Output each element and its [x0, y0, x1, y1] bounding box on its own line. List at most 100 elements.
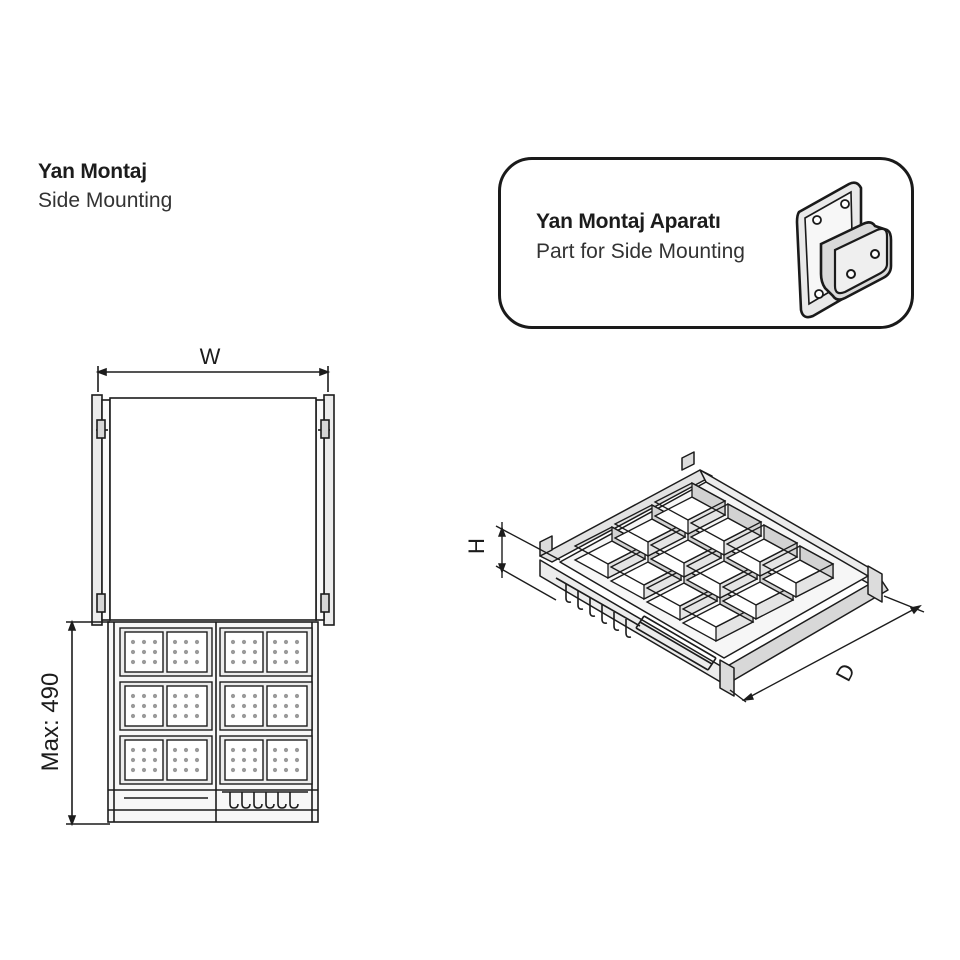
iso-height-dimension — [495, 522, 561, 601]
iso-hooks — [555, 577, 717, 671]
perforation-dot — [230, 659, 236, 665]
perforation-dot — [283, 693, 289, 699]
perforation-dot — [283, 703, 289, 709]
basket-row-1 — [119, 627, 313, 677]
perforation-dot — [294, 693, 300, 699]
perforation-dot — [283, 639, 289, 645]
perforation-dot — [241, 693, 247, 699]
iso-basket-rim — [689, 503, 763, 542]
perforation-dot — [152, 693, 158, 699]
part-panel-text: Yan Montaj Aparatı Part for Side Mountin… — [536, 208, 745, 268]
perforation-dot — [283, 757, 289, 763]
perforation-dot — [152, 747, 158, 753]
iso-basket-rim — [725, 524, 799, 563]
side-mounting-heading: Yan Montaj Side Mounting — [38, 158, 172, 216]
perforation-dot — [130, 693, 136, 699]
perforation-dot — [241, 713, 247, 719]
perforation-dot — [230, 757, 236, 763]
basket-perforations — [130, 639, 300, 773]
perforation-dot — [283, 659, 289, 665]
perforation-dot — [252, 703, 258, 709]
perforation-dot — [172, 639, 178, 645]
perforation-dot — [152, 649, 158, 655]
perforation-dot — [194, 767, 200, 773]
perforation-dot — [130, 713, 136, 719]
perforation-dot — [172, 693, 178, 699]
perforation-dot — [283, 649, 289, 655]
perforation-dot — [141, 649, 147, 655]
max-height-label: Max: 490 — [37, 673, 64, 772]
perforation-dot — [230, 747, 236, 753]
perforation-dot — [294, 639, 300, 645]
perforation-dot — [294, 757, 300, 763]
perforation-dot — [183, 703, 189, 709]
perforation-dot — [194, 713, 200, 719]
perforation-dot — [272, 747, 278, 753]
perforation-dot — [272, 713, 278, 719]
perforation-dot — [272, 649, 278, 655]
perforation-dot — [294, 713, 300, 719]
side-mounting-title-en: Side Mounting — [38, 189, 173, 212]
perforation-dot — [241, 703, 247, 709]
perforation-dot — [152, 767, 158, 773]
perforation-dot — [241, 767, 247, 773]
perforation-dot — [194, 693, 200, 699]
perforation-dot — [283, 713, 289, 719]
perforation-dot — [141, 757, 147, 763]
perforation-dot — [272, 659, 278, 665]
iso-basket-rim — [653, 482, 727, 521]
perforation-dot — [183, 649, 189, 655]
part-title-en: Part for Side Mounting — [536, 240, 745, 263]
perforation-dot — [152, 639, 158, 645]
perforation-dot — [252, 693, 258, 699]
perforation-dot — [252, 659, 258, 665]
perforation-dot — [194, 747, 200, 753]
perforation-dot — [141, 713, 147, 719]
perforation-dot — [272, 757, 278, 763]
side-mounting-title-tr: Yan Montaj — [38, 160, 147, 183]
perforation-dot — [130, 659, 136, 665]
iso-baskets — [573, 481, 835, 643]
perforation-dot — [230, 703, 236, 709]
iso-height-label: H — [464, 538, 489, 554]
perforation-dot — [294, 767, 300, 773]
perforation-dot — [272, 703, 278, 709]
perforation-dot — [194, 757, 200, 763]
perforation-dot — [152, 659, 158, 665]
perforation-dot — [141, 659, 147, 665]
perforation-dot — [172, 767, 178, 773]
perforation-dot — [130, 703, 136, 709]
perforation-dot — [194, 639, 200, 645]
perforation-dot — [172, 649, 178, 655]
perforation-dot — [141, 703, 147, 709]
iso-depth-dimension — [729, 595, 925, 703]
perforation-dot — [130, 747, 136, 753]
perforation-dot — [183, 713, 189, 719]
perforation-dot — [141, 693, 147, 699]
width-dimension — [95, 366, 331, 392]
perforation-dot — [141, 639, 147, 645]
perforation-dot — [294, 659, 300, 665]
max-height-dimension — [66, 619, 110, 827]
perforation-dot — [141, 767, 147, 773]
iso-depth-label: D — [831, 660, 861, 686]
side-mount-bracket-icon — [795, 181, 893, 319]
perforation-dot — [252, 649, 258, 655]
perforation-dot — [183, 757, 189, 763]
perforation-dot — [294, 747, 300, 753]
perforation-dot — [241, 649, 247, 655]
perforation-dot — [241, 639, 247, 645]
perforation-dot — [130, 767, 136, 773]
perforation-dot — [241, 659, 247, 665]
part-title-tr: Yan Montaj Aparatı — [536, 210, 721, 233]
perforation-dot — [294, 703, 300, 709]
perforation-dot — [172, 757, 178, 763]
perforation-dot — [183, 747, 189, 753]
perforation-dot — [230, 693, 236, 699]
perforation-dot — [172, 747, 178, 753]
perforation-dot — [130, 757, 136, 763]
iso-basket-rim — [761, 545, 835, 584]
perforation-dot — [152, 703, 158, 709]
perforation-dot — [230, 767, 236, 773]
